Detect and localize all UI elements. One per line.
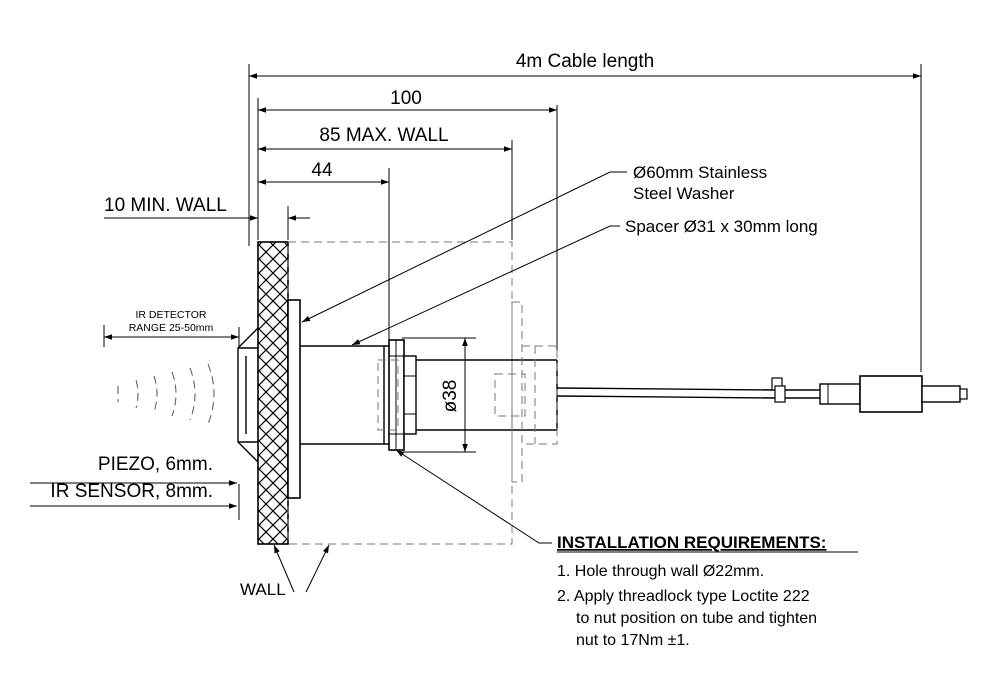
lock-nut — [388, 339, 417, 451]
installation-requirements: INSTALLATION REQUIREMENTS: 1. Hole throu… — [557, 533, 858, 649]
dimension-44: 44 — [258, 160, 389, 185]
ir-detector-waves — [117, 363, 215, 425]
piezo-label: PIEZO, 6mm. — [98, 454, 213, 475]
dimension-min-wall: 10 MIN. WALL — [104, 195, 310, 221]
installation-item-1: 1. Hole through wall Ø22mm. — [557, 563, 764, 580]
nut-callout — [395, 449, 552, 544]
cable — [556, 377, 820, 403]
ir-range-line2: RANGE 25-50mm — [129, 322, 214, 334]
installation-item-2-line3: nut to 17Nm ±1. — [576, 632, 690, 649]
diameter-label: ø38 — [440, 380, 461, 413]
piezo-callout: PIEZO, 6mm. — [30, 454, 237, 486]
washer-label-line1: Ø60mm Stainless — [633, 163, 767, 182]
ir-range-line1: IR DETECTOR — [136, 309, 207, 321]
sensor-head — [237, 327, 259, 463]
spacer-tube — [300, 345, 558, 445]
installation-heading: INSTALLATION REQUIREMENTS: — [557, 533, 826, 552]
ir-sensor-label: IR SENSOR, 8mm. — [50, 481, 213, 502]
dimension-overall: 100 — [258, 88, 557, 113]
depth-44-label: 44 — [311, 160, 333, 181]
min-wall-label: 10 MIN. WALL — [104, 195, 227, 216]
steel-washer — [287, 299, 301, 499]
spacer-callout: Spacer Ø31 x 30mm long — [351, 217, 818, 346]
dimension-ir-range: IR DETECTOR RANGE 25-50mm — [103, 309, 239, 347]
dimension-cable-length: 4m Cable length — [249, 51, 921, 79]
washer-callout: Ø60mm Stainless Steel Washer — [301, 163, 767, 323]
cable-connector — [819, 375, 968, 413]
wall-callout: WALL — [240, 544, 330, 599]
spacer-label: Spacer Ø31 x 30mm long — [625, 217, 818, 236]
dimension-max-wall: 85 MAX. WALL — [258, 125, 512, 152]
ir-sensor-callout: IR SENSOR, 8mm. — [30, 481, 237, 509]
overall-label: 100 — [390, 88, 422, 109]
extension-lines — [238, 64, 922, 520]
dimension-diameter: ø38 — [402, 337, 476, 453]
wall-label: WALL — [240, 580, 286, 599]
installation-item-2-line2: to nut position on tube and tighten — [576, 610, 817, 627]
cable-length-label: 4m Cable length — [516, 51, 654, 72]
installation-item-2-line1: 2. Apply threadlock type Loctite 222 — [557, 588, 810, 605]
max-wall-fitting-outline — [377, 301, 558, 483]
washer-label-line2: Steel Washer — [633, 184, 735, 203]
max-wall-label: 85 MAX. WALL — [319, 125, 448, 146]
